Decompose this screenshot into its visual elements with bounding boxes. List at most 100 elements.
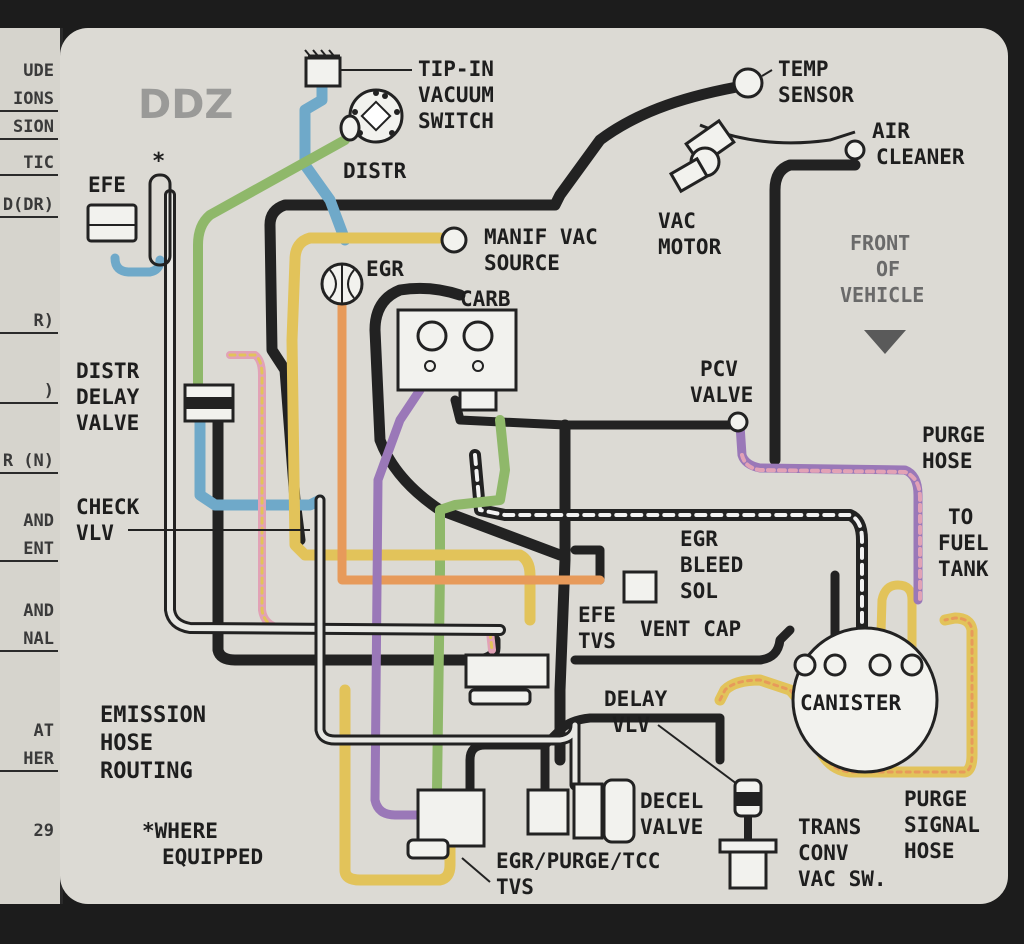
tip-in-label: TIP-IN: [418, 57, 494, 81]
distr-delay-label: VALVE: [76, 411, 139, 435]
pcv-valve-label: VALVE: [690, 383, 753, 407]
temp-sensor: [732, 67, 773, 99]
trans-conv-vac-sw-label: VAC SW.: [798, 867, 887, 891]
front-of-vehicle-label: OF: [876, 257, 900, 281]
side-strip-row: SION: [0, 114, 58, 140]
delay-vlv-label: VLV: [612, 713, 650, 737]
side-strip-row: TIC: [0, 150, 58, 176]
side-strip-row: NAL: [0, 626, 58, 652]
hose-black-decel: [465, 713, 725, 795]
delay-valve-and-trans-conv-switch: [657, 724, 778, 890]
efe-tvs-label: EFE: [578, 603, 616, 627]
egr-bleed-label: SOL: [680, 579, 718, 603]
side-strip-row: 29: [33, 821, 54, 841]
to-fuel-tank-label: TANK: [938, 557, 989, 581]
trans-conv-vac-sw-label: TRANS: [798, 815, 861, 839]
side-strip-row: AND: [23, 601, 54, 621]
hose-yellow-tvs: [339, 684, 456, 886]
efe-tvs: [464, 653, 550, 706]
to-fuel-tank-label: TO: [948, 505, 973, 529]
emission-hose-routing-title: EMISSION: [100, 703, 206, 728]
where-equipped-note: EQUIPPED: [162, 845, 263, 869]
hose-black-carb-loop: [369, 282, 566, 561]
egr-purge-tcc-tvs-label: EGR/PURGE/TCC: [496, 849, 660, 873]
distr-delay-label: DISTR: [76, 359, 140, 383]
hose-yellow: [286, 232, 536, 626]
egr-label: EGR: [366, 257, 404, 281]
tip-in-label: VACUUM: [418, 83, 494, 107]
egr-bleed-label: EGR: [680, 527, 718, 551]
side-strip-row: HER: [0, 746, 58, 772]
emission-hose-routing-title: ROUTING: [100, 759, 193, 784]
temp-sensor-label: SENSOR: [778, 83, 854, 107]
side-strip-row: ENT: [0, 536, 58, 562]
hose-black-vent: [554, 419, 571, 766]
decel-valve: [526, 778, 636, 844]
hose-pink-purge: [740, 453, 922, 602]
canister-label: CANISTER: [800, 691, 902, 715]
hose-purple: [370, 385, 435, 820]
hose-yellow-canister: [875, 580, 917, 670]
check-vlv-label: CHECK: [76, 495, 140, 519]
efe-tvs-label: TVS: [578, 629, 616, 653]
vent-cap-label: VENT CAP: [640, 617, 741, 641]
canister: [791, 626, 939, 774]
side-strip-row: AND: [23, 511, 54, 531]
manif-vac-label: SOURCE: [484, 251, 560, 275]
pcv-valve-label: PCV: [700, 357, 738, 381]
hose-grey-distr-inner: [167, 192, 503, 633]
hose-black-aircleaner: [769, 159, 861, 466]
front-of-vehicle-arrow-icon: [864, 330, 906, 354]
hose-blue-efe: [110, 253, 165, 277]
carb-label: CARB: [460, 287, 511, 311]
pcv-valve: [727, 411, 749, 433]
decel-valve-label: VALVE: [640, 815, 703, 839]
plate-code: DDZ: [138, 82, 233, 128]
egr-purge-tcc-tvs-label: TVS: [496, 875, 534, 899]
tip-in-vacuum-switch: [304, 49, 412, 88]
check-vlv-label: VLV: [76, 521, 114, 545]
emission-hose-routing-title: HOSE: [100, 731, 153, 756]
side-strip-row: D(DR): [0, 192, 58, 218]
side-strip-row: AT: [33, 721, 54, 741]
front-of-vehicle-label: VEHICLE: [840, 283, 924, 307]
side-strip-row: IONS: [0, 86, 58, 112]
hose-orange-purge-signal: [718, 616, 974, 774]
side-strip-row: ): [0, 378, 58, 404]
hose-black-pcv: [450, 395, 745, 430]
purge-hose-label: PURGE: [922, 423, 985, 447]
vac-motor: [668, 118, 736, 194]
purge-signal-hose-label: PURGE: [904, 787, 967, 811]
egr-bleed-solenoid: [622, 570, 658, 604]
hose-green: [193, 135, 510, 795]
manif-vac-label: MANIF VAC: [484, 225, 598, 249]
carburetor: [396, 308, 518, 412]
efe-label: EFE: [88, 173, 126, 197]
efe-valve: [86, 173, 172, 267]
side-strip-row: R (N): [0, 448, 58, 474]
hose-striped-purge-dash: [473, 453, 864, 662]
hose-grey-egr-bleed-inner: [317, 497, 578, 788]
egr-valve: [320, 262, 364, 306]
manif-vac-source-port: [440, 226, 468, 254]
delay-vlv-label: DELAY: [604, 687, 668, 711]
distr-label: DISTR: [343, 159, 407, 183]
distr-delay-label: DELAY: [76, 385, 140, 409]
vac-motor-label: VAC: [658, 209, 696, 233]
hose-blue: [194, 66, 351, 511]
air-cleaner-label: AIR: [872, 119, 910, 143]
hose-black-main: [264, 79, 754, 546]
egr-bleed-label: BLEED: [680, 553, 743, 577]
tip-in-label: SWITCH: [418, 109, 494, 133]
where-equipped-mark: *: [152, 149, 165, 174]
trans-conv-vac-sw-label: CONV: [798, 841, 849, 865]
distributor: [339, 88, 404, 144]
to-fuel-tank-label: FUEL: [938, 531, 989, 555]
purge-signal-hose-label: HOSE: [904, 839, 955, 863]
temp-sensor-label: TEMP: [778, 57, 829, 81]
vac-motor-label: MOTOR: [658, 235, 722, 259]
where-equipped-note: *WHERE: [142, 819, 218, 843]
